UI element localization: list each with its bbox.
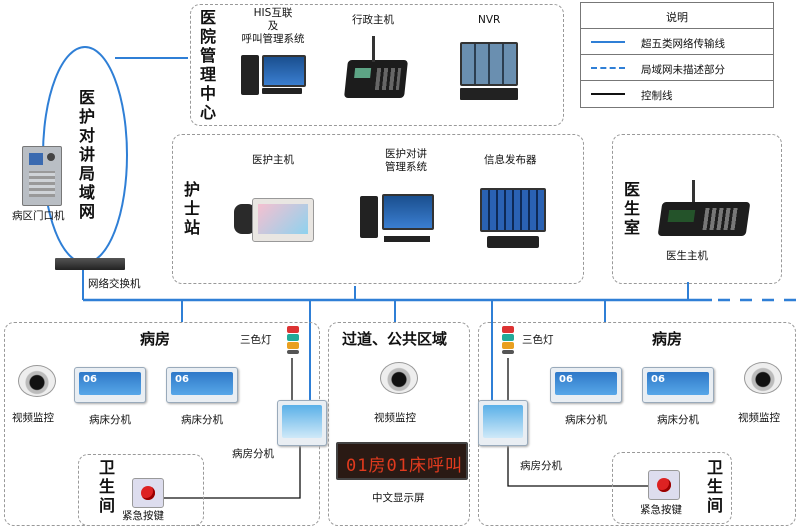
- legend-title: 说明: [666, 11, 688, 24]
- control-right-button: [507, 442, 652, 487]
- bed-unit-device: 06: [74, 367, 146, 403]
- ward-left-camera-label: 视频监控: [12, 412, 54, 424]
- gooseneck-mic-icon: [372, 36, 375, 62]
- bed-unit-device: 06: [550, 367, 622, 403]
- legend: 说明 超五类网络传输线 局域网未描述部分 控制线: [580, 2, 774, 108]
- ward-left-lamp-label: 三色灯: [240, 334, 272, 346]
- toilet-left-box: [78, 454, 204, 526]
- nvr-label: NVR: [478, 14, 501, 26]
- corridor-title: 过道、公共区域: [342, 330, 448, 348]
- his-label: HIS互联 及 呼叫管理系统: [241, 7, 305, 45]
- hospital-center-box: [190, 4, 564, 126]
- nurse-system-label: 医护对讲 管理系统: [385, 148, 427, 173]
- corridor-camera-label: 视频监控: [374, 412, 416, 424]
- nvr-box-icon: [460, 88, 518, 100]
- pc-tower-icon: [241, 55, 259, 95]
- ring-title: 医护对讲局域网: [78, 88, 95, 221]
- pc-tower-icon: [360, 196, 378, 238]
- toilet-left-title: 卫生间: [98, 458, 115, 515]
- nurse-station-box: [172, 134, 584, 284]
- camera-icon: [740, 362, 786, 396]
- monitor-icon: [382, 194, 434, 230]
- emergency-button-icon: [648, 470, 680, 500]
- room-unit-device: [478, 400, 528, 446]
- legend-swatch-control: [591, 93, 625, 95]
- ward-left-title: 病房: [140, 330, 171, 348]
- led-text: 01房01床呼叫: [346, 456, 463, 476]
- network-switch-device: [55, 258, 125, 270]
- bed-number: 06: [175, 374, 189, 385]
- corridor-box: [328, 322, 470, 526]
- doctor-host-device: [657, 180, 751, 240]
- corridor-display-label: 中文显示屏: [372, 492, 425, 504]
- tri-color-lamp-icon: [502, 326, 514, 355]
- toilet-right-box: [612, 452, 732, 524]
- keyboard-icon: [262, 88, 302, 94]
- ward-right-camera-label: 视频监控: [738, 412, 780, 424]
- ward-right-room-unit-label: 病房分机: [520, 460, 562, 472]
- bed-number: 06: [83, 374, 97, 385]
- tri-color-lamp-icon: [287, 326, 299, 355]
- room-unit-device: [277, 400, 327, 446]
- ward-right-bed1-label: 病床分机: [565, 414, 607, 426]
- nvr-monitor-icon: [460, 42, 518, 86]
- toilet-right-title: 卫生间: [706, 458, 723, 515]
- bed-number: 06: [559, 374, 573, 385]
- info-screen-icon: [480, 188, 546, 232]
- ward-right-bed2-label: 病床分机: [657, 414, 699, 426]
- ward-right-lamp-label: 三色灯: [522, 334, 554, 346]
- admin-host-label: 行政主机: [352, 14, 394, 26]
- control-left-button: [160, 442, 301, 499]
- legend-label: 控制线: [641, 90, 673, 102]
- legend-label: 局域网未描述部分: [641, 64, 725, 76]
- legend-swatch-solid-blue: [591, 41, 625, 43]
- admin-host-device: [344, 60, 408, 98]
- ward-left-bed1-label: 病床分机: [89, 414, 131, 426]
- led-display-device: 01房01床呼叫: [336, 442, 468, 480]
- ward-left-room-unit-label: 病房分机: [232, 448, 274, 460]
- doctor-host-label: 医生主机: [666, 250, 708, 262]
- nurse-host-label: 医护主机: [252, 154, 294, 166]
- bed-number: 06: [651, 374, 665, 385]
- info-publisher-label: 信息发布器: [484, 154, 537, 166]
- nurse-station-title: 护士站: [183, 180, 200, 237]
- ward-right-emergency-label: 紧急按键: [640, 504, 682, 516]
- camera-icon: [14, 365, 60, 399]
- ward-left-emergency-label: 紧急按键: [122, 510, 164, 522]
- hospital-center-title: 医院管理中心: [199, 8, 216, 122]
- monitor-icon: [262, 55, 306, 87]
- door-unit-device: [22, 146, 62, 206]
- keyboard-icon: [384, 236, 430, 242]
- doctor-room-title: 医生室: [623, 180, 640, 237]
- bed-unit-device: 06: [166, 367, 238, 403]
- camera-icon: [376, 362, 422, 396]
- nurse-host-device: [234, 198, 314, 242]
- ward-left-bed2-label: 病床分机: [181, 414, 223, 426]
- info-box-icon: [487, 236, 539, 248]
- ward-right-title: 病房: [652, 330, 683, 348]
- bed-unit-device: 06: [642, 367, 714, 403]
- door-unit-label: 病区门口机: [12, 210, 65, 222]
- legend-label: 超五类网络传输线: [641, 38, 725, 50]
- switch-label: 网络交换机: [88, 278, 141, 290]
- doctor-room-box: [612, 134, 782, 284]
- legend-swatch-dashed-blue: [591, 67, 625, 69]
- emergency-button-icon: [132, 478, 164, 508]
